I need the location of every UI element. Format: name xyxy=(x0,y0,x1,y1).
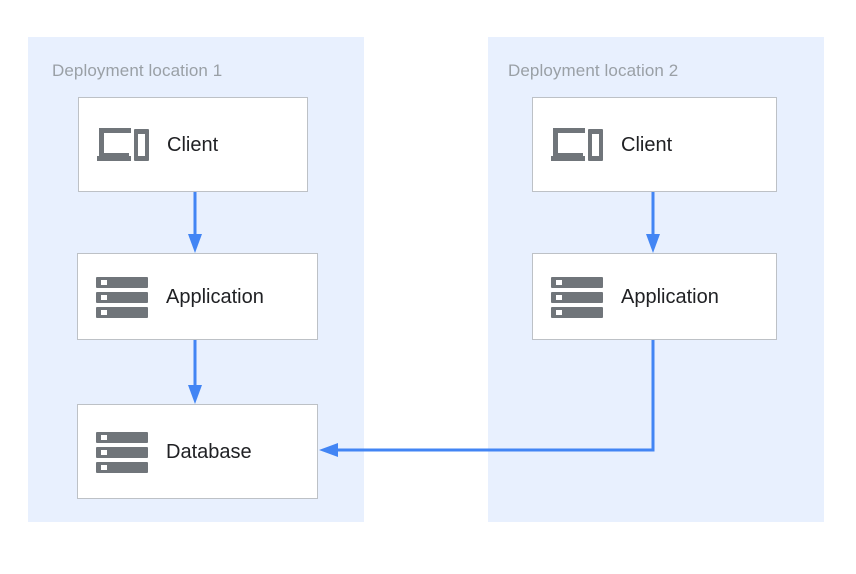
node-label-application-1: Application xyxy=(166,285,264,308)
zone-title-deployment-location-2: Deployment location 2 xyxy=(508,61,679,80)
node-application-2[interactable]: Application xyxy=(532,253,777,340)
node-label-application-2: Application xyxy=(621,285,719,308)
devices-icon xyxy=(551,124,603,166)
node-label-database-1: Database xyxy=(166,440,252,463)
node-label-client-2: Client xyxy=(621,133,673,156)
node-client-1[interactable]: Client xyxy=(78,97,308,192)
node-application-1[interactable]: Application xyxy=(77,253,318,340)
devices-icon xyxy=(97,124,149,166)
server-icon xyxy=(96,276,148,318)
server-icon xyxy=(96,431,148,473)
server-icon xyxy=(551,276,603,318)
node-label-client-1: Client xyxy=(167,133,219,156)
zone-title-deployment-location-1: Deployment location 1 xyxy=(52,61,223,80)
node-database-1[interactable]: Database xyxy=(77,404,318,499)
node-client-2[interactable]: Client xyxy=(532,97,777,192)
